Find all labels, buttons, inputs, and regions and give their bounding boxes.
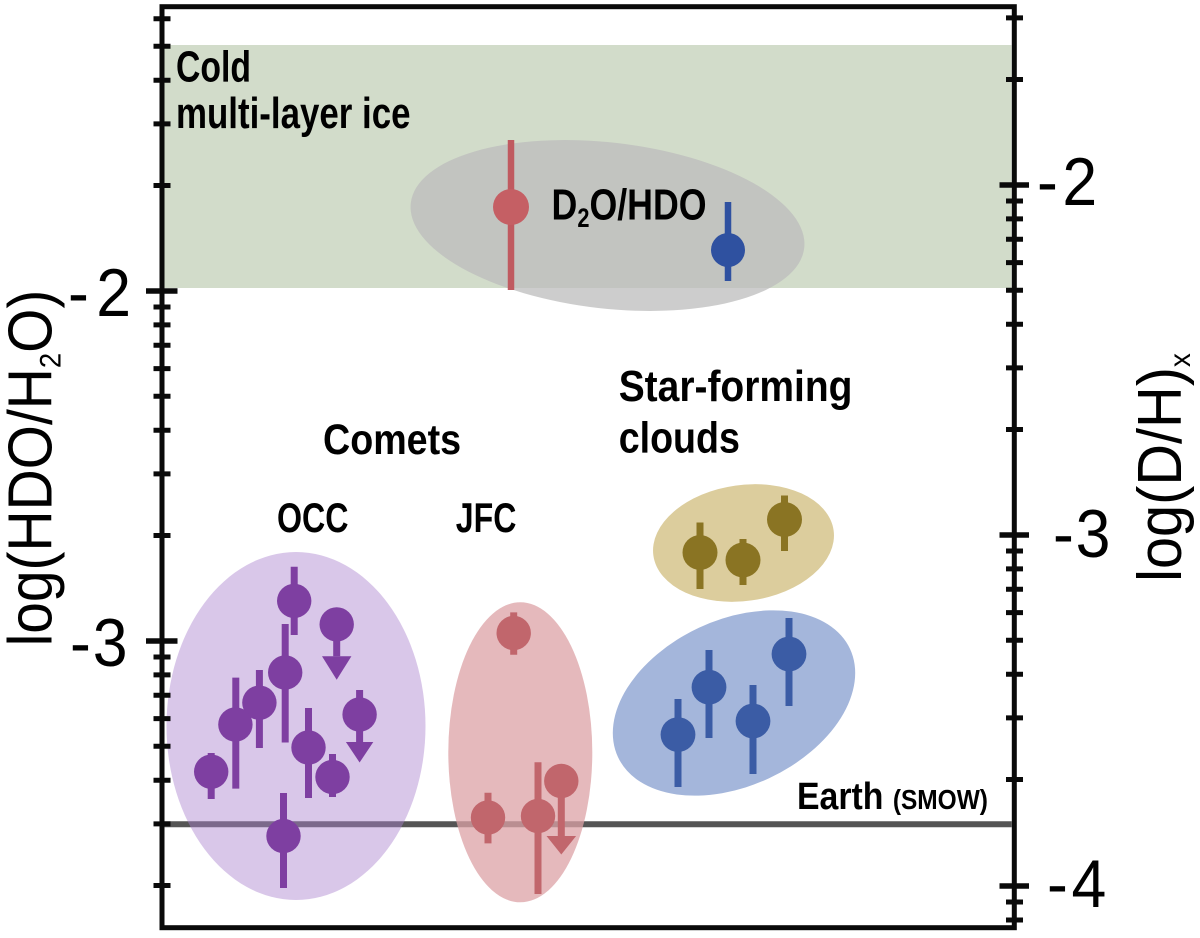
svg-text:-2: -2 (68, 255, 131, 331)
svg-text:-3: -3 (1053, 496, 1110, 572)
svg-text:log(D/H)x: log(D/H)x (1125, 353, 1197, 582)
svg-text:Earth (SMOW): Earth (SMOW) (797, 774, 988, 817)
svg-text:OCC: OCC (277, 494, 348, 541)
svg-text:-4: -4 (1047, 846, 1106, 922)
svg-text:D2O/HDO: D2O/HDO (552, 181, 707, 233)
svg-text:log(HDO/H2O): log(HDO/H2O) (0, 290, 68, 647)
svg-text:JFC: JFC (456, 494, 517, 541)
svg-text:multi-layer ice: multi-layer ice (176, 89, 411, 138)
svg-text:Cold: Cold (176, 43, 251, 91)
svg-text:Star-forming: Star-forming (619, 362, 853, 410)
svg-text:clouds: clouds (619, 413, 740, 462)
svg-text:Comets: Comets (323, 415, 461, 464)
svg-text:-3: -3 (70, 605, 127, 681)
svg-text:-2: -2 (1037, 144, 1097, 220)
